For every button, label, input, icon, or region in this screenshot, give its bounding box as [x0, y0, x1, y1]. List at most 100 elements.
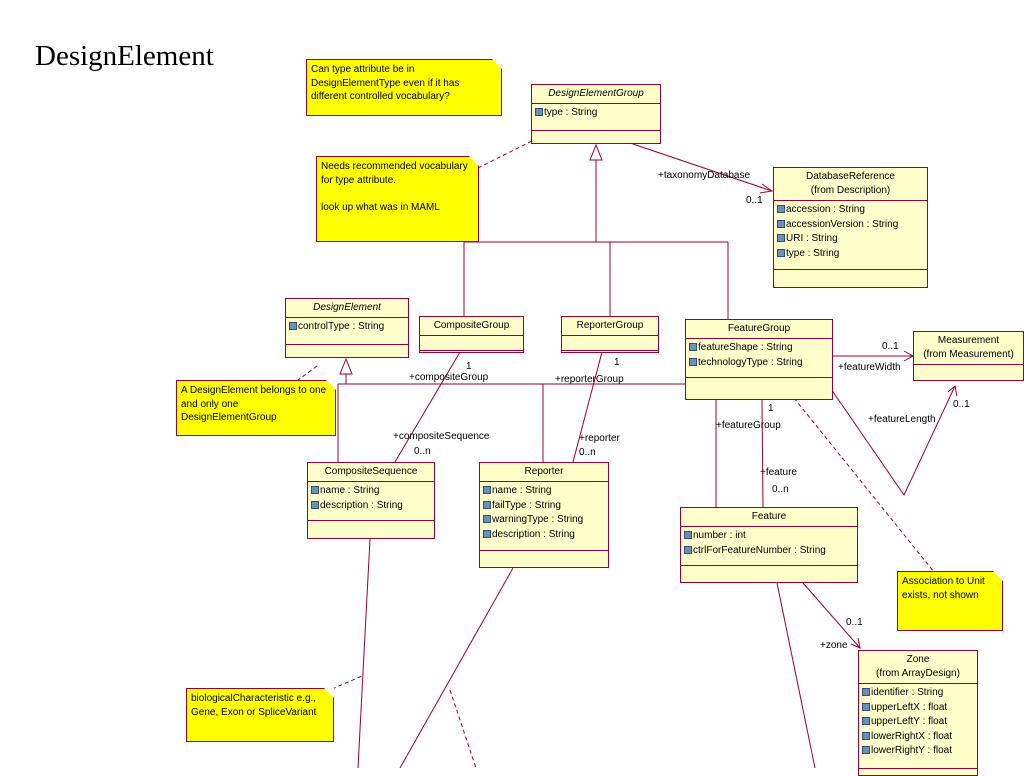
attribute-icon: [289, 322, 297, 330]
attribute-icon: [862, 746, 870, 754]
attribute-icon: [689, 357, 697, 366]
attribute-icon: [684, 545, 692, 554]
attribute-row: controlType : String: [289, 320, 405, 335]
attribute-row: URI : String: [777, 232, 924, 247]
attribute-row: description : String: [311, 499, 431, 514]
attribute-icon: [684, 531, 692, 539]
class-name: Zone: [906, 654, 930, 665]
attribute-row: lowerRightY : float: [862, 744, 974, 759]
attribute-row: accessionVersion : String: [777, 218, 924, 233]
role-label-feature: +feature: [760, 467, 797, 478]
attribute-icon: [535, 108, 543, 116]
class-name: DesignElementGroup: [548, 88, 644, 99]
note-fold-icon: [324, 688, 334, 698]
role-label-reporter: +reporter: [579, 433, 620, 444]
class-feature-group[interactable]: FeatureGroup featureShape : String techn…: [685, 319, 833, 400]
class-name: Feature: [751, 511, 787, 522]
attribute-icon: [483, 529, 491, 538]
class-measurement[interactable]: Measurement (from Measurement): [913, 331, 1024, 381]
class-design-element[interactable]: DesignElement controlType : String: [285, 298, 409, 358]
attribute-text: warningType : String: [492, 514, 584, 525]
attribute-icon: [777, 248, 785, 257]
attribute-icon: [862, 731, 870, 740]
attribute-text: URI : String: [786, 233, 838, 244]
attribute-row: featureShape : String: [689, 341, 829, 356]
multiplicity-label: 0..n: [772, 484, 789, 495]
class-package: (from Description): [810, 185, 891, 196]
class-composite-group[interactable]: CompositeGroup: [419, 316, 524, 353]
class-name: CompositeGroup: [433, 320, 510, 331]
class-name: DatabaseReference: [806, 171, 895, 182]
multiplicity-label: 0..1: [846, 617, 863, 628]
note-biological-characteristic: biologicalCharacteristic e.g., Gene, Exo…: [186, 688, 334, 742]
multiplicity-label: 0..1: [953, 399, 970, 410]
attribute-row: upperLeftX : float: [862, 701, 974, 716]
role-label-composite-group: +compositeGroup: [409, 372, 489, 383]
class-package: (from ArrayDesign): [876, 668, 960, 679]
attribute-text: type : String: [544, 107, 598, 118]
attribute-text: upperLeftY : float: [871, 716, 947, 727]
class-zone[interactable]: Zone (from ArrayDesign) identifier : Stri…: [858, 650, 978, 776]
attribute-text: upperLeftX : float: [871, 701, 948, 713]
class-package: (from Measurement): [923, 349, 1014, 360]
note-type-attribute: Can type attribute be in DesignElementTy…: [306, 59, 502, 116]
attribute-row: type : String: [777, 247, 924, 262]
multiplicity-label: 0..1: [882, 341, 899, 352]
attribute-row: accession : String: [777, 203, 924, 218]
class-name: FeatureGroup: [727, 323, 791, 334]
class-reporter[interactable]: Reporter name : String failType : String…: [479, 462, 609, 568]
attribute-text: name : String: [492, 485, 552, 496]
attribute-row: name : String: [483, 484, 605, 499]
class-database-reference[interactable]: DatabaseReference (from Description) acce…: [773, 167, 928, 288]
attribute-icon: [311, 486, 319, 494]
attribute-row: name : String: [311, 484, 431, 499]
attribute-row: description : String: [483, 528, 605, 543]
attribute-row: ctrlForFeatureNumber : String: [684, 544, 854, 559]
role-label-zone: +zone: [820, 640, 848, 651]
attribute-row: lowerRightX : float: [862, 730, 974, 745]
role-label-feature-width: +featureWidth: [838, 362, 901, 373]
note-text: Needs recommended vocabulary for type at…: [321, 161, 468, 213]
attribute-text: lowerRightX : float: [871, 730, 953, 742]
attribute-icon: [777, 219, 785, 228]
attribute-text: identifier : String: [871, 687, 944, 698]
note-text: Can type attribute be in DesignElementTy…: [311, 64, 460, 102]
attribute-text: description : String: [320, 499, 403, 511]
note-fold-icon: [993, 571, 1003, 581]
attribute-icon: [777, 205, 785, 213]
note-fold-icon: [469, 156, 479, 166]
class-name: Reporter: [524, 466, 564, 477]
attribute-icon: [483, 486, 491, 494]
class-name: Measurement: [937, 335, 1000, 346]
note-unit-association: Association to Unit exists, not shown: [897, 571, 1003, 631]
attribute-text: accession : String: [786, 204, 865, 215]
class-reporter-group[interactable]: ReporterGroup: [561, 316, 659, 353]
attribute-icon: [483, 515, 491, 523]
multiplicity-label: 0..n: [414, 446, 431, 457]
attribute-row: number : int: [684, 529, 854, 544]
attribute-text: type : String: [786, 247, 840, 259]
attribute-text: name : String: [320, 485, 380, 496]
multiplicity-label: 0..1: [746, 195, 763, 206]
role-label-feature-group: +featureGroup: [716, 420, 781, 431]
attribute-row: upperLeftY : float: [862, 715, 974, 730]
attribute-icon: [311, 500, 319, 509]
note-text: biologicalCharacteristic e.g., Gene, Exo…: [191, 693, 317, 718]
class-composite-sequence[interactable]: CompositeSequence name : String descript…: [307, 462, 435, 539]
multiplicity-label: 1: [466, 361, 472, 372]
attribute-text: failType : String: [492, 499, 561, 511]
class-design-element-group[interactable]: DesignElementGroup type : String: [531, 84, 661, 144]
class-name: CompositeSequence: [324, 466, 418, 477]
class-feature[interactable]: Feature number : int ctrlForFeatureNumbe…: [680, 507, 858, 583]
multiplicity-label: 1: [614, 357, 620, 368]
multiplicity-label: 0..n: [579, 447, 596, 458]
attribute-text: ctrlForFeatureNumber : String: [693, 544, 826, 556]
note-fold-icon: [492, 59, 502, 69]
attribute-icon: [862, 717, 870, 725]
attribute-row: type : String: [535, 106, 657, 121]
attribute-text: accessionVersion : String: [786, 218, 899, 230]
attribute-icon: [777, 234, 785, 242]
attribute-icon: [483, 500, 491, 509]
attribute-text: lowerRightY : float: [871, 745, 952, 756]
